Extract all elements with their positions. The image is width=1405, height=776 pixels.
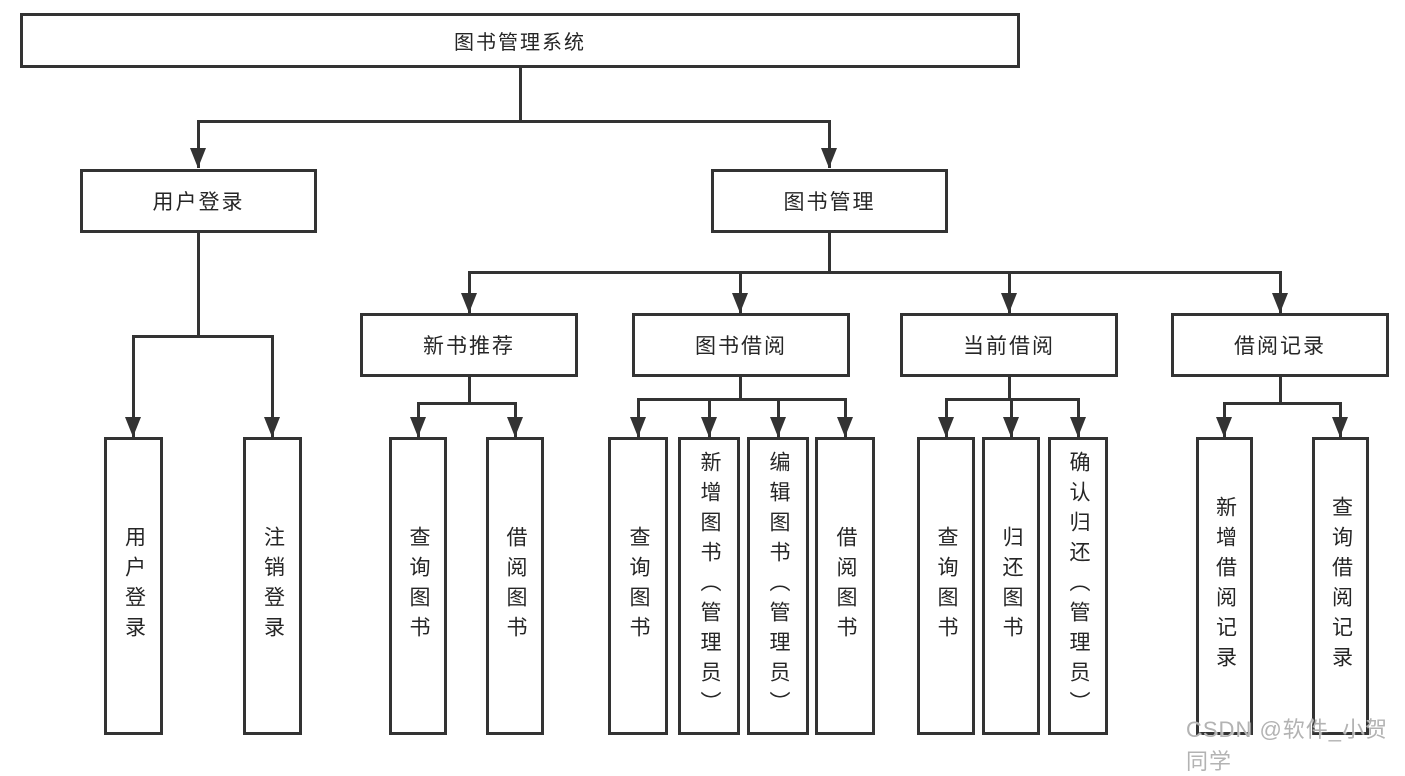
leaf-query-books-borrow: 查询图书	[608, 437, 668, 735]
connector-line	[197, 120, 200, 168]
node-label: 借阅图书	[834, 526, 857, 646]
connector-line	[468, 271, 1281, 274]
connector-line	[132, 335, 273, 338]
leaf-add-books-admin: 新增图书（管理员）	[678, 437, 740, 735]
node-user-login: 用户登录	[80, 169, 317, 233]
connector-line	[468, 271, 471, 313]
node-label: 新增图书（管理员）	[698, 451, 721, 721]
connector-line	[1223, 402, 1341, 405]
arrowhead-down-icon	[770, 417, 786, 437]
node-label: 图书管理系统	[454, 32, 586, 54]
leaf-logout: 注销登录	[243, 437, 302, 735]
connector-line	[828, 120, 831, 168]
arrowhead-down-icon	[630, 417, 646, 437]
arrowhead-down-icon	[1216, 417, 1232, 437]
arrowhead-down-icon	[190, 148, 206, 168]
node-label: 查询图书	[407, 526, 430, 646]
arrowhead-down-icon	[732, 293, 748, 313]
node-label: 用户登录	[122, 526, 146, 646]
leaf-return-books: 归还图书	[982, 437, 1040, 735]
leaf-user-login: 用户登录	[104, 437, 163, 735]
node-label: 查询图书	[627, 526, 650, 646]
connector-line	[739, 377, 742, 398]
leaf-query-books-current: 查询图书	[917, 437, 975, 735]
leaf-confirm-return-admin: 确认归还（管理员）	[1048, 437, 1108, 735]
arrowhead-down-icon	[701, 417, 717, 437]
arrowhead-down-icon	[1070, 417, 1086, 437]
connector-line	[1279, 377, 1282, 402]
leaf-add-borrow-record: 新增借阅记录	[1196, 437, 1253, 735]
leaf-edit-books-admin: 编辑图书（管理员）	[747, 437, 809, 735]
arrowhead-down-icon	[1272, 293, 1288, 313]
arrowhead-down-icon	[1332, 417, 1348, 437]
leaf-borrow-books-recommend: 借阅图书	[486, 437, 544, 735]
connector-line	[637, 398, 846, 401]
node-book-borrowing: 图书借阅	[632, 313, 850, 377]
connector-line	[197, 233, 200, 335]
node-label: 查询借阅记录	[1329, 496, 1353, 676]
connector-line	[828, 233, 831, 271]
connector-line	[197, 120, 830, 123]
arrowhead-down-icon	[938, 417, 954, 437]
connector-line	[417, 402, 516, 405]
arrowhead-down-icon	[837, 417, 853, 437]
arrowhead-down-icon	[1001, 293, 1017, 313]
connector-line	[519, 68, 522, 120]
connector-line	[468, 377, 471, 402]
connector-line	[1008, 271, 1011, 313]
node-label: 新书推荐	[423, 335, 515, 358]
arrowhead-down-icon	[125, 417, 141, 437]
connector-line	[271, 335, 274, 437]
node-label: 编辑图书（管理员）	[767, 451, 790, 721]
node-label: 归还图书	[1000, 526, 1023, 646]
arrowhead-down-icon	[410, 417, 426, 437]
arrowhead-down-icon	[821, 148, 837, 168]
arrowhead-down-icon	[461, 293, 477, 313]
node-book-management: 图书管理	[711, 169, 948, 233]
node-label: 用户登录	[152, 191, 245, 214]
node-label: 图书管理	[783, 191, 876, 214]
csdn-watermark: CSDN @软件_小贺同学	[1186, 717, 1389, 774]
node-borrowing-records: 借阅记录	[1171, 313, 1389, 377]
leaf-borrow-books: 借阅图书	[815, 437, 875, 735]
connector-line	[132, 335, 135, 437]
connector-line	[1279, 271, 1282, 313]
diagram-canvas: 图书管理系统 用户登录 图书管理 新书推荐 图书借阅 当前借阅 借阅记录 用户登…	[20, 13, 1389, 774]
node-label: 注销登录	[261, 526, 285, 646]
connector-line	[739, 271, 742, 313]
node-label: 确认归还（管理员）	[1067, 451, 1090, 721]
node-label: 借阅图书	[504, 526, 527, 646]
node-root-library-system: 图书管理系统	[20, 13, 1020, 68]
node-label: 当前借阅	[963, 335, 1055, 358]
arrowhead-down-icon	[507, 417, 523, 437]
connector-line	[1008, 377, 1011, 398]
node-label: 图书借阅	[695, 335, 787, 358]
node-label: 新增借阅记录	[1213, 496, 1237, 676]
node-label: 借阅记录	[1234, 335, 1326, 358]
arrowhead-down-icon	[264, 417, 280, 437]
node-label: 查询图书	[935, 526, 958, 646]
node-current-borrowing: 当前借阅	[900, 313, 1118, 377]
leaf-query-borrow-record: 查询借阅记录	[1312, 437, 1369, 735]
arrowhead-down-icon	[1003, 417, 1019, 437]
node-new-book-recommend: 新书推荐	[360, 313, 578, 377]
leaf-query-books-recommend: 查询图书	[389, 437, 447, 735]
